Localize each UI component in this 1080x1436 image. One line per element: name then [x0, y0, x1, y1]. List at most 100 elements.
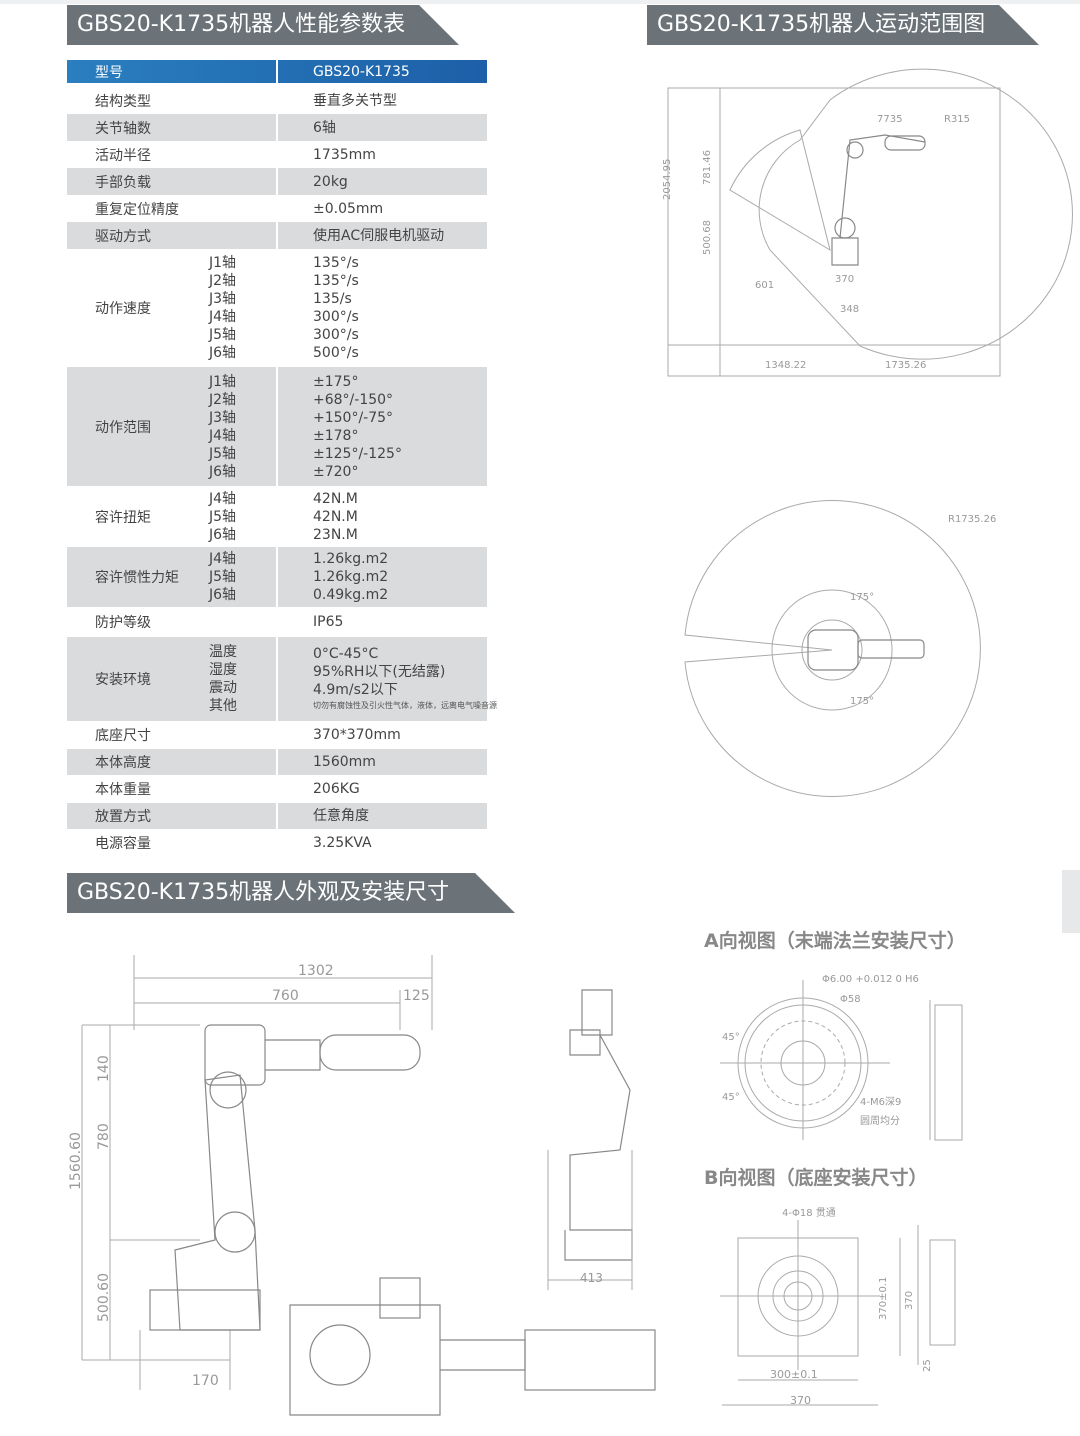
table-row: 放置方式任意角度	[67, 803, 487, 829]
table-row: 驱动方式 使用AC伺服电机驱动	[67, 222, 487, 249]
row-values: 1560mm	[313, 753, 376, 771]
top-border	[0, 0, 1080, 4]
row-value: 42N.M	[313, 508, 358, 525]
row-value: 使用AC伺服电机驱动	[313, 227, 445, 244]
column-divider	[276, 222, 278, 249]
table-row: 防护等级 IP65	[67, 607, 487, 637]
row-values: 任意角度	[313, 807, 369, 825]
row-sublabel: J3轴	[209, 291, 237, 307]
row-value: ±0.05mm	[313, 200, 384, 217]
row-label: 重复定位精度	[95, 201, 179, 218]
row-value: 1.26kg.m2	[313, 551, 389, 567]
dim-label: 370	[904, 1291, 915, 1310]
row-value: 500°/s	[313, 345, 359, 361]
row-value: 20kg	[313, 173, 348, 190]
row-value: 垂直多关节型	[313, 92, 397, 109]
row-value: 0°C-45°C	[313, 646, 379, 662]
row-value: 任意角度	[313, 808, 369, 824]
dim-label: 45°	[722, 1032, 740, 1043]
row-label: 驱动方式	[95, 228, 151, 245]
row-value: 300°/s	[313, 327, 359, 343]
dim-label: 1302	[298, 963, 334, 979]
dim-label: 25	[922, 1359, 933, 1372]
side-scroll-tab[interactable]	[1062, 870, 1080, 933]
row-value: 300°/s	[313, 309, 359, 325]
row-value: 23N.M	[313, 526, 358, 543]
dim-label: 170	[192, 1373, 219, 1389]
dim-label: R1735.26	[948, 514, 996, 525]
row-sublabel: 其他	[209, 698, 237, 714]
column-divider	[276, 803, 278, 829]
row-value: IP65	[313, 614, 344, 630]
column-divider	[276, 114, 278, 141]
dim-label: 1348.22	[765, 360, 806, 371]
row-label: 防护等级	[95, 615, 151, 631]
params-section-title: GBS20-K1735机器人性能参数表	[67, 5, 459, 45]
dim-label: 300±0.1	[770, 1368, 818, 1381]
row-values: 370*370mm	[313, 726, 401, 744]
row-values: 3.25KVA	[313, 834, 372, 852]
dim-label: Φ6.00 +0.012 0 H6	[822, 974, 919, 985]
row-sublabel: J5轴	[209, 445, 237, 462]
dim-label: 500.68	[702, 220, 713, 255]
row-sublabel: J4轴	[209, 490, 237, 507]
column-divider	[276, 249, 278, 367]
row-value: 1735mm	[313, 146, 376, 163]
row-sublabel: J6轴	[209, 345, 237, 361]
dim-label: 348	[840, 304, 859, 315]
robot-front-top-view: 413	[289, 989, 656, 1416]
dim-label: 370	[790, 1394, 811, 1407]
dim-label: 45°	[722, 1092, 740, 1103]
row-label: 手部负载	[95, 174, 151, 191]
row-sublabel: J2轴	[209, 273, 237, 289]
dim-label: 175°	[850, 696, 874, 707]
column-divider	[276, 749, 278, 775]
row-sublabel: 震动	[209, 680, 237, 696]
row-label: 容许扭矩	[95, 509, 151, 526]
row-label: 动作范围	[95, 419, 151, 436]
dim-label: 1560.60	[68, 1132, 84, 1190]
row-sublabel: 温度	[209, 644, 237, 660]
column-divider	[276, 195, 278, 222]
range-top-view: R1735.26 175° 175°	[684, 500, 996, 797]
column-divider	[276, 486, 278, 547]
row-value: ±175°	[313, 373, 359, 390]
row-value: 4.9m/s2以下	[313, 682, 398, 698]
dim-label: 7735	[877, 114, 902, 125]
row-sublabel: J1轴	[209, 255, 237, 271]
row-label: 活动半径	[95, 147, 151, 164]
row-sublabel: J1轴	[209, 373, 237, 390]
view-a-title: A向视图（末端法兰安装尺寸）	[704, 930, 966, 952]
row-value: 42N.M	[313, 490, 358, 507]
row-values: ±0.05mm	[313, 200, 383, 218]
row-value: 3.25KVA	[313, 835, 372, 851]
column-divider	[276, 607, 278, 637]
dim-label: 370	[835, 274, 854, 285]
row-value: 135°/s	[313, 255, 359, 271]
row-sublabel: J4轴	[209, 427, 237, 444]
dim-label: 2054.95	[662, 159, 673, 200]
view-b-title: B向视图（底座安装尺寸）	[704, 1167, 928, 1189]
dim-label: 413	[580, 1271, 603, 1285]
column-divider	[276, 141, 278, 168]
row-sublabel: J5轴	[209, 569, 237, 585]
range-section-title: GBS20-K1735机器人运动范围图	[647, 5, 1039, 45]
column-divider	[276, 60, 278, 83]
row-value: 95%RH以下(无结露)	[313, 664, 446, 680]
row-values: IP65	[313, 613, 343, 631]
row-sublabel: J5轴	[209, 327, 237, 343]
table-row: 活动半径 1735mm	[67, 141, 487, 168]
row-values: 6轴	[313, 119, 336, 137]
column-divider	[276, 721, 278, 749]
